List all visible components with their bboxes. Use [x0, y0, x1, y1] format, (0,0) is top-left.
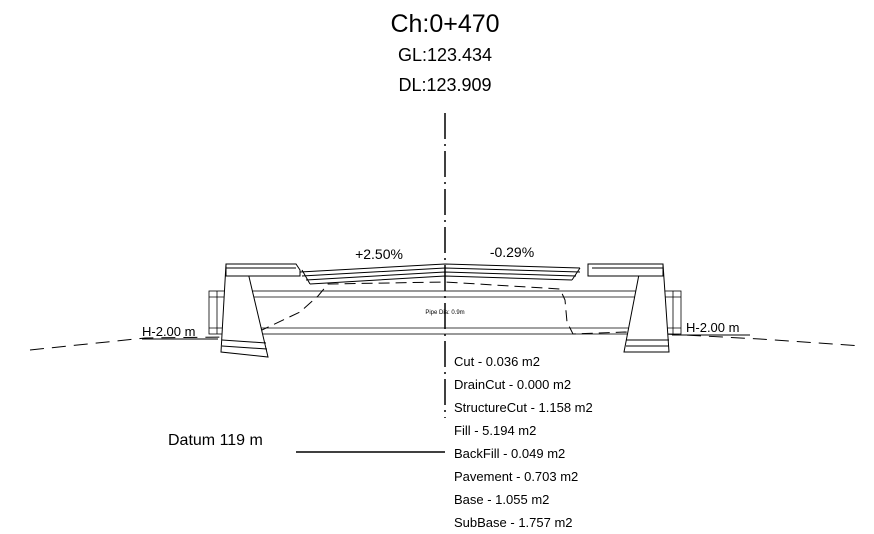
quantity-backfill: BackFill - 0.049 m2	[454, 446, 565, 461]
quantity-fill: Fill - 5.194 m2	[454, 423, 536, 438]
left-offset-label: H-2.00 m	[142, 324, 195, 339]
left-cross-slope: +2.50%	[355, 246, 403, 262]
left-embankment	[220, 263, 301, 358]
quantity-cut: Cut - 0.036 m2	[454, 354, 540, 369]
quantity-draincut: DrainCut - 0.000 m2	[454, 377, 571, 392]
quantity-structurecut: StructureCut - 1.158 m2	[454, 400, 593, 415]
pavement-layers	[299, 263, 581, 285]
quantities-list: Cut - 0.036 m2 DrainCut - 0.000 m2 Struc…	[454, 354, 593, 530]
culvert-structure	[208, 290, 682, 335]
ground-line-inner	[224, 281, 666, 338]
datum-label: Datum 119 m	[168, 432, 263, 449]
pipe-diameter-label: Pipe Dia: 0.9m	[425, 310, 464, 316]
right-offset-label: H-2.00 m	[686, 320, 739, 335]
design-level-label: DL:123.909	[398, 75, 491, 95]
ground-line-right	[664, 333, 863, 347]
ground-level-label: GL:123.434	[398, 45, 492, 65]
ground-line-left	[29, 336, 226, 351]
right-embankment	[587, 263, 670, 353]
quantity-subbase: SubBase - 1.757 m2	[454, 515, 573, 530]
quantity-base: Base - 1.055 m2	[454, 492, 549, 507]
quantity-pavement: Pavement - 0.703 m2	[454, 469, 578, 484]
chainage-label: Ch:0+470	[390, 10, 499, 38]
right-cross-slope: -0.29%	[490, 244, 534, 260]
